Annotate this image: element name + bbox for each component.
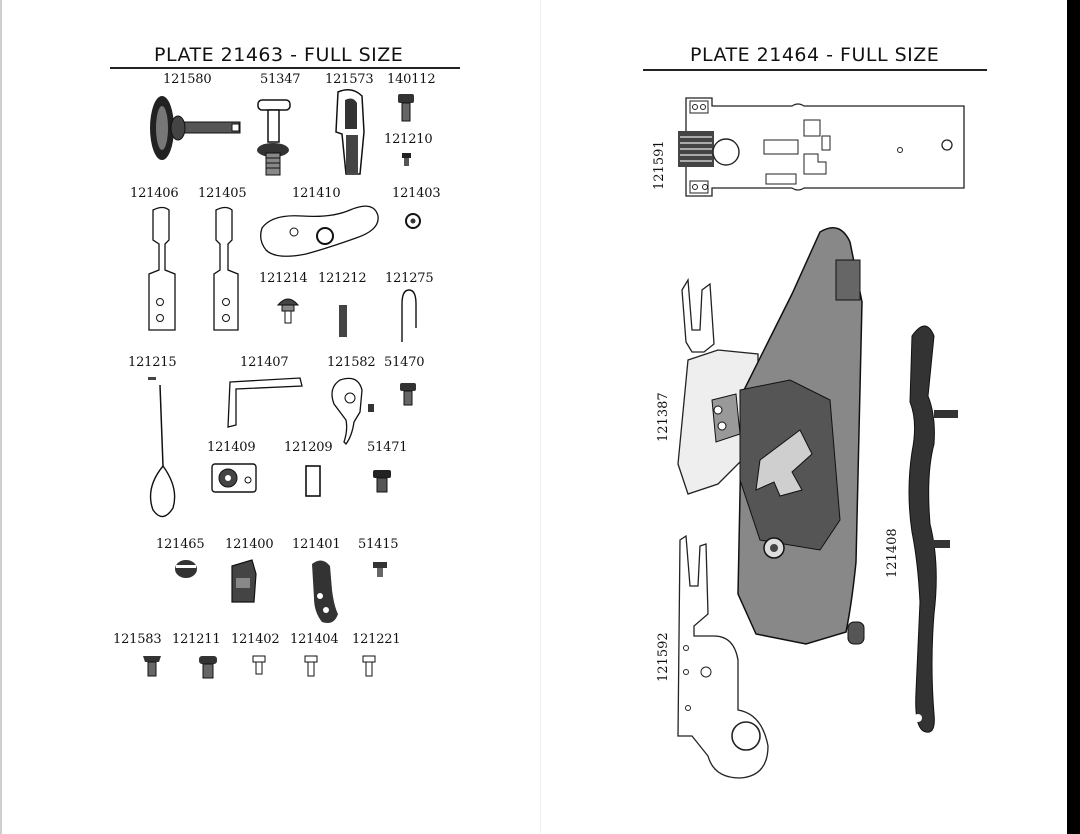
screw-part bbox=[199, 656, 217, 679]
bottom-arm-part bbox=[677, 534, 769, 779]
wire-loop-part bbox=[148, 377, 176, 518]
part-number: 121583 bbox=[113, 632, 162, 647]
part-number: 121210 bbox=[384, 132, 433, 147]
part-number: 121407 bbox=[240, 355, 289, 370]
title-rule-right bbox=[643, 69, 987, 71]
part-number: 121211 bbox=[172, 632, 221, 647]
part-number: 121580 bbox=[163, 72, 212, 87]
part-number: 121404 bbox=[290, 632, 339, 647]
part-number: 121212 bbox=[318, 271, 367, 286]
lever-part bbox=[213, 206, 239, 331]
rivet-part bbox=[276, 298, 300, 324]
part-number: 121214 bbox=[259, 271, 308, 286]
screw-part bbox=[400, 383, 416, 406]
screw-part bbox=[362, 655, 376, 677]
cam-plate-part bbox=[260, 205, 379, 257]
small-screw-part bbox=[373, 562, 387, 577]
spring-wire-part bbox=[401, 289, 417, 342]
arm-part bbox=[312, 560, 338, 623]
plate-title-left: PLATE 21463 - FULL SIZE bbox=[154, 44, 404, 66]
part-number: 51470 bbox=[384, 355, 425, 370]
sleeve-part bbox=[305, 465, 321, 497]
bracket-part bbox=[335, 89, 365, 175]
part-number: 51415 bbox=[358, 537, 399, 552]
washer-part bbox=[405, 213, 421, 229]
part-number: 140112 bbox=[387, 72, 436, 87]
pin-part bbox=[339, 305, 347, 337]
page-edge-right bbox=[1067, 0, 1080, 834]
plate-title-right: PLATE 21464 - FULL SIZE bbox=[690, 44, 940, 66]
part-number: 121403 bbox=[392, 186, 441, 201]
part-number: 51471 bbox=[367, 440, 408, 455]
nut-part bbox=[175, 560, 197, 578]
bent-rod-part bbox=[227, 377, 303, 428]
part-number: 121573 bbox=[325, 72, 374, 87]
lever-part bbox=[148, 206, 176, 331]
screw-part bbox=[143, 656, 161, 677]
screw-part bbox=[398, 94, 414, 122]
part-number: 121405 bbox=[198, 186, 247, 201]
block-part bbox=[231, 559, 257, 603]
part-number: 121410 bbox=[292, 186, 341, 201]
part-number: 121582 bbox=[327, 355, 376, 370]
part-number: 121215 bbox=[128, 355, 177, 370]
part-number: 121400 bbox=[225, 537, 274, 552]
part-number: 121465 bbox=[156, 537, 205, 552]
small-screw-part bbox=[402, 153, 411, 166]
long-lever-part bbox=[908, 325, 958, 733]
part-number: 121275 bbox=[385, 271, 434, 286]
title-rule-left bbox=[110, 67, 460, 69]
part-number: 121406 bbox=[130, 186, 179, 201]
left-plate-drawings bbox=[143, 89, 421, 679]
top-plate-part bbox=[678, 97, 965, 197]
main-mechanism-part bbox=[677, 227, 865, 645]
part-number: 121402 bbox=[231, 632, 280, 647]
part-number: 121401 bbox=[292, 537, 341, 552]
part-number: 121209 bbox=[284, 440, 333, 455]
part-number: 51347 bbox=[260, 72, 301, 87]
gear-shaft-part bbox=[150, 96, 241, 160]
page-edge-left bbox=[0, 0, 2, 834]
part-number: 121409 bbox=[207, 440, 256, 455]
screw-part bbox=[252, 655, 266, 675]
latch-part bbox=[331, 377, 374, 445]
tee-bolt-part bbox=[257, 99, 291, 176]
screw-part bbox=[304, 655, 318, 677]
part-number: 121221 bbox=[352, 632, 401, 647]
book-gutter bbox=[540, 0, 541, 834]
screw-part bbox=[373, 470, 391, 493]
bushing-plate-part bbox=[211, 463, 257, 493]
